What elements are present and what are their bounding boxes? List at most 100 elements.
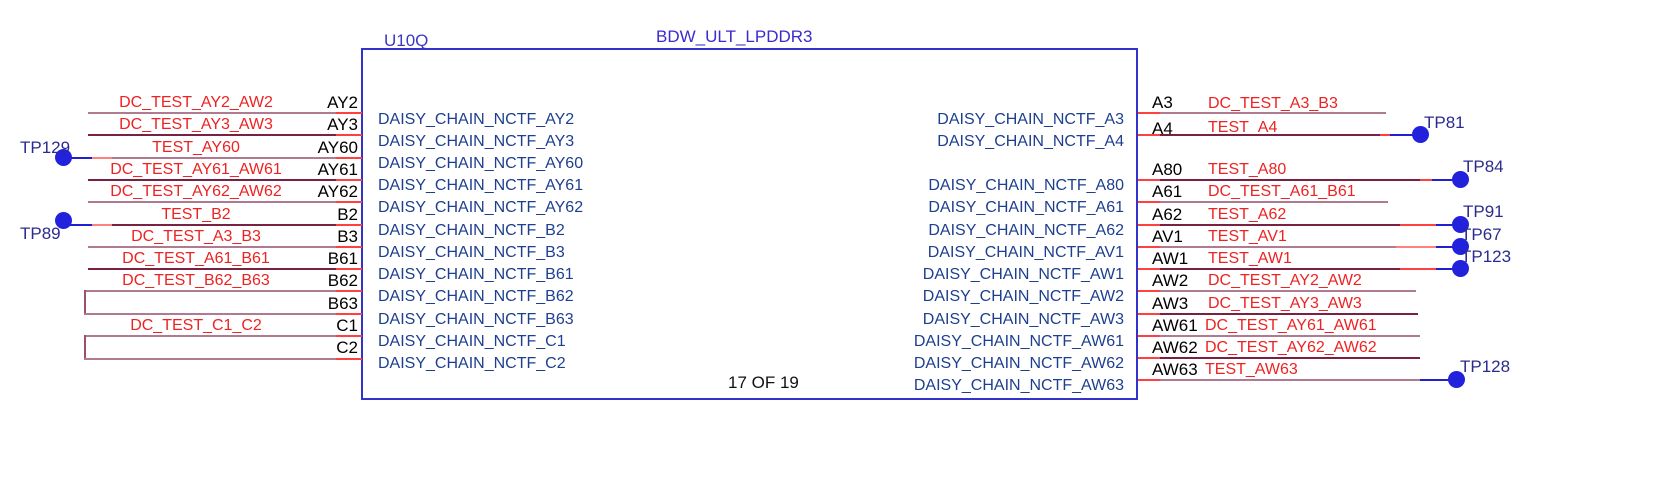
testpoint-dot-tp129[interactable] [55,149,72,166]
left-wire-stub[interactable] [336,201,362,203]
right-wire[interactable] [1160,268,1468,270]
right-wire-stub[interactable] [1138,357,1164,359]
right-wire-stub[interactable] [1138,335,1164,337]
testpoint-lead[interactable] [1432,179,1462,181]
left-wire-stub[interactable] [336,224,362,226]
testpoint-dot-tp123[interactable] [1452,260,1469,277]
right-pin-designator: AV1 [1152,227,1183,246]
testpoint-lead[interactable] [1436,246,1464,248]
right-net-name: DC_TEST_AY2_AW2 [1208,272,1362,289]
left-wire-stub[interactable] [336,313,362,315]
testpoint-lead[interactable] [66,157,92,159]
left-bracket-c1-c2[interactable] [84,335,86,358]
left-pin-designator: B61 [327,249,358,268]
right-wire-stub[interactable] [1396,246,1468,248]
left-wire[interactable] [88,157,340,159]
inner-signal-left: DAISY_CHAIN_NCTF_B63 [378,311,574,328]
testpoint-dot-tp89[interactable] [55,212,72,229]
left-wire[interactable] [84,290,340,292]
inner-signal-right: DAISY_CHAIN_NCTF_AW62 [913,355,1124,372]
left-wire[interactable] [88,134,340,136]
right-wire-stub[interactable] [1138,313,1164,315]
inner-signal-right: DAISY_CHAIN_NCTF_AW63 [913,377,1124,394]
testpoint-label-tp89: TP89 [20,224,61,243]
inner-signal-right: DAISY_CHAIN_NCTF_A3 [937,111,1124,128]
left-wire[interactable] [84,335,340,337]
right-wire[interactable] [1160,246,1468,248]
right-wire-stub[interactable] [1400,224,1458,226]
left-net-name: DC_TEST_A61_B61 [122,250,270,267]
testpoint-dot-tp67[interactable] [1452,238,1469,255]
inner-signal-right: DAISY_CHAIN_NCTF_AW61 [913,333,1124,350]
left-wire[interactable] [88,246,340,248]
left-pin-designator: AY3 [327,115,358,134]
left-wire-stub[interactable] [336,290,362,292]
right-wire[interactable] [1160,179,1458,181]
right-wire[interactable] [1160,379,1458,381]
left-bracket-b62-b63[interactable] [84,290,86,313]
right-wire[interactable] [1160,201,1388,203]
right-wire-stub[interactable] [1138,290,1164,292]
left-wire[interactable] [88,201,340,203]
left-wire-stub[interactable] [336,157,362,159]
right-pin-designator: A62 [1152,205,1183,224]
right-pin-designator: AW3 [1152,294,1189,313]
right-net-name: TEST_AW63 [1205,361,1298,378]
testpoint-label-tp123: TP123 [1461,247,1512,266]
right-wire-stub[interactable] [1138,224,1164,226]
right-wire-stub[interactable] [1138,134,1164,136]
right-pin-designator: A3 [1152,93,1173,112]
right-wire[interactable] [1160,313,1418,315]
testpoint-lead[interactable] [1436,224,1464,226]
right-net-name: DC_TEST_AY3_AW3 [1208,295,1362,312]
left-wire-stub[interactable] [336,134,362,136]
testpoint-dot-tp81[interactable] [1412,126,1429,143]
left-wire-stub[interactable] [88,157,112,159]
testpoint-dot-tp91[interactable] [1452,216,1469,233]
left-wire[interactable] [88,268,340,270]
right-net-name: DC_TEST_AY62_AW62 [1205,339,1377,356]
left-wire-stub[interactable] [336,112,362,114]
right-wire[interactable] [1160,357,1420,359]
testpoint-lead[interactable] [1390,134,1422,136]
right-pin-designator: A80 [1152,160,1183,179]
right-wire[interactable] [1160,335,1420,337]
testpoint-dot-tp84[interactable] [1452,171,1469,188]
left-wire[interactable] [88,224,340,226]
right-wire[interactable] [1160,224,1458,226]
left-wire[interactable] [84,358,340,360]
right-wire-stub[interactable] [1138,246,1164,248]
left-wire-stub[interactable] [336,246,362,248]
right-wire[interactable] [1160,290,1416,292]
right-wire-stub[interactable] [1138,179,1164,181]
right-net-name: TEST_A62 [1208,206,1287,223]
right-net-name: TEST_AV1 [1208,228,1287,245]
testpoint-lead[interactable] [1436,268,1464,270]
left-wire[interactable] [88,179,340,181]
left-wire-stub[interactable] [88,224,112,226]
right-wire-stub[interactable] [1138,379,1164,381]
left-wire-stub[interactable] [336,179,362,181]
left-wire[interactable] [84,313,340,315]
right-wire[interactable] [1160,134,1418,136]
left-wire-stub[interactable] [336,335,362,337]
left-pin-designator: C1 [336,316,358,335]
left-pin-designator: B2 [337,205,358,224]
right-net-name: TEST_AW1 [1208,250,1292,267]
left-wire[interactable] [88,112,340,114]
inner-signal-left: DAISY_CHAIN_NCTF_C2 [378,355,566,372]
inner-signal-right: DAISY_CHAIN_NCTF_AW3 [922,311,1124,328]
right-wire[interactable] [1160,112,1386,114]
testpoint-lead[interactable] [1420,379,1456,381]
right-wire-stub[interactable] [1138,268,1164,270]
left-wire-stub[interactable] [336,358,362,360]
right-wire-stub[interactable] [1138,201,1164,203]
testpoint-dot-tp128[interactable] [1448,371,1465,388]
inner-signal-left: DAISY_CHAIN_NCTF_AY62 [378,199,584,216]
right-wire-stub[interactable] [1138,112,1164,114]
testpoint-lead[interactable] [66,224,92,226]
right-net-name: DC_TEST_A61_B61 [1208,183,1356,200]
left-wire-stub[interactable] [336,268,362,270]
right-wire-stub[interactable] [1400,268,1468,270]
inner-signal-left: DAISY_CHAIN_NCTF_AY2 [378,111,575,128]
